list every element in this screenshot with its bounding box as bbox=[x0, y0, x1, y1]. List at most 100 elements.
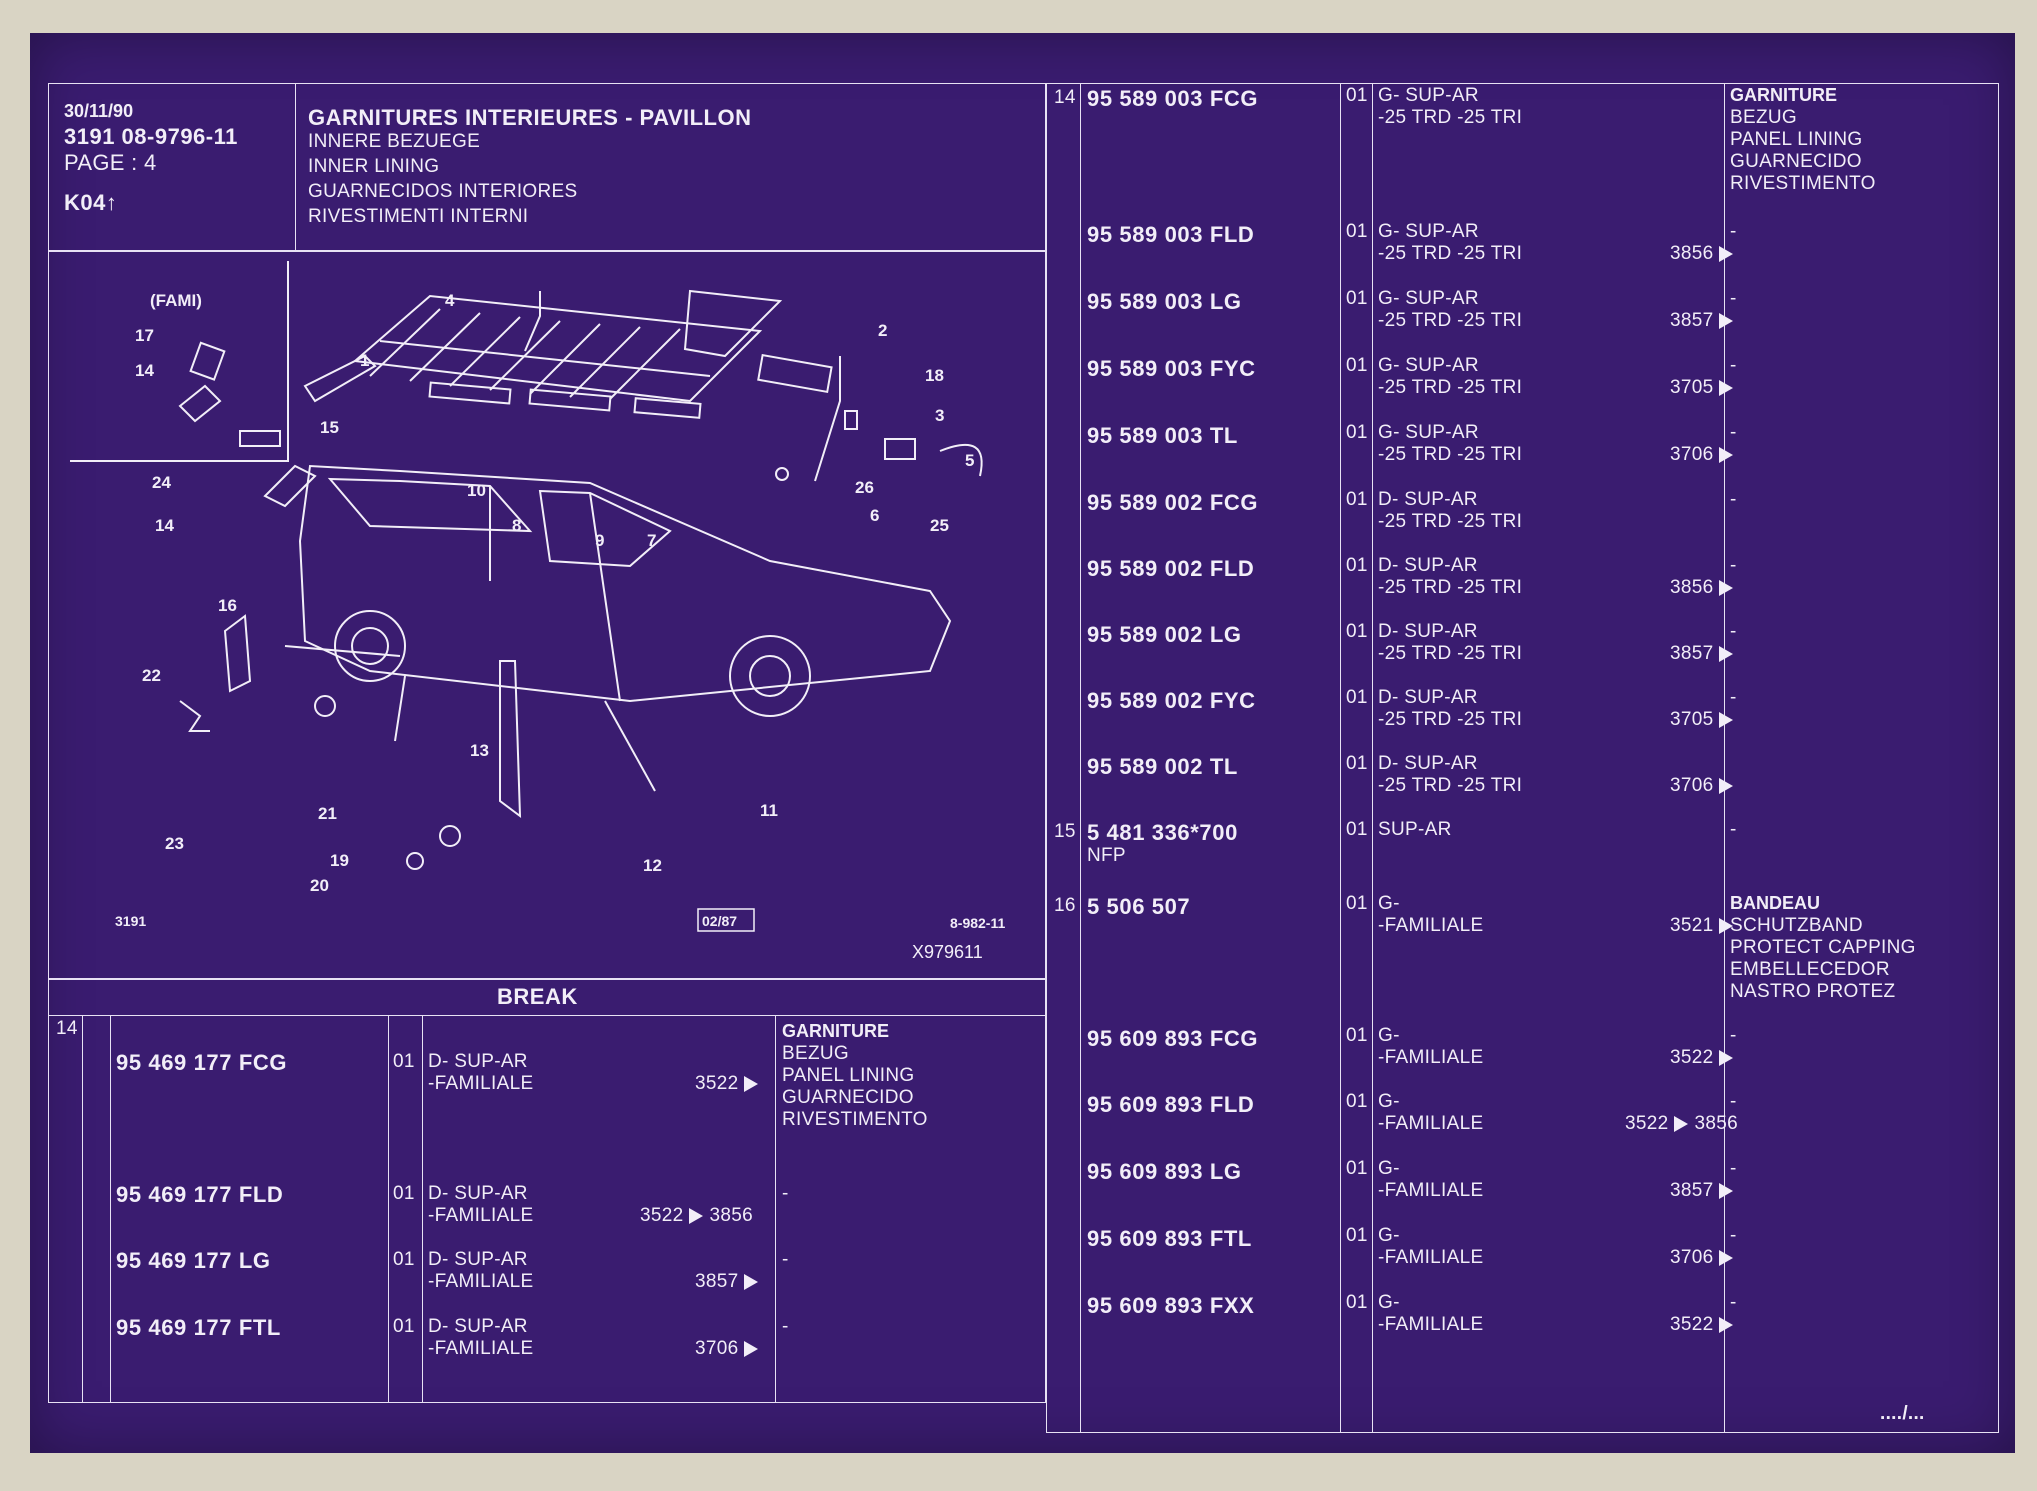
callout-4: 4 bbox=[445, 291, 455, 310]
arrow-right-icon bbox=[1719, 917, 1734, 934]
arrow-right-icon bbox=[1674, 1115, 1689, 1132]
right-part-number: 95 589 003 FCG bbox=[1087, 86, 1259, 111]
right-line-1: G- bbox=[1378, 1225, 1400, 1246]
arrow-right-icon bbox=[744, 1273, 759, 1290]
callout-20: 20 bbox=[310, 876, 329, 895]
right-line-2: -25 TRD -25 TRI bbox=[1378, 709, 1523, 730]
right-part-number: 95 609 893 LG bbox=[1087, 1159, 1242, 1184]
right-ref: 3705 bbox=[1670, 709, 1739, 730]
right-ref: 3705 bbox=[1670, 377, 1739, 398]
right-line-1: G- SUP-AR bbox=[1378, 85, 1479, 106]
right-line-2: -FAMILIALE bbox=[1378, 1047, 1484, 1068]
right-desc: - bbox=[1730, 1292, 1737, 1313]
callout-12: 12 bbox=[643, 856, 662, 875]
break-item-no: 14 bbox=[56, 1018, 78, 1039]
break-desc-3: GUARNECIDO bbox=[782, 1087, 914, 1108]
break-line-2: -FAMILIALE bbox=[428, 1205, 534, 1226]
right-line-2: -25 TRD -25 TRI bbox=[1378, 310, 1523, 331]
break-desc-dash: - bbox=[782, 1183, 789, 1204]
callout-21: 21 bbox=[318, 804, 337, 823]
break-box bbox=[48, 979, 1046, 1403]
callout-11: 11 bbox=[760, 801, 778, 820]
break-qty: 01 bbox=[393, 1249, 415, 1270]
right-ref: 3856 bbox=[1670, 577, 1739, 598]
continued-marker: ..../... bbox=[1880, 1403, 1925, 1424]
break-desc-0: GARNITURE bbox=[782, 1021, 889, 1041]
inset-label: (FAMI) bbox=[150, 291, 202, 310]
callout-3: 3 bbox=[935, 406, 944, 425]
right-qty: 01 bbox=[1346, 1025, 1368, 1046]
right-desc: - bbox=[1730, 489, 1737, 510]
right-part-number: 95 609 893 FLD bbox=[1087, 1092, 1255, 1117]
right-qty: 01 bbox=[1346, 422, 1368, 443]
right-line-2: -25 TRD -25 TRI bbox=[1378, 577, 1523, 598]
right-table-box bbox=[1046, 83, 1999, 1433]
right-ref: 3706 bbox=[1670, 775, 1739, 796]
right-ref: 3522 bbox=[1670, 1047, 1739, 1068]
right-desc: RIVESTIMENTO bbox=[1730, 173, 1876, 194]
callout-10: 10 bbox=[467, 481, 486, 500]
right-line-2: -25 TRD -25 TRI bbox=[1378, 243, 1523, 264]
header-line-2: INNER LINING bbox=[308, 156, 440, 177]
right-desc: - bbox=[1730, 1025, 1737, 1046]
right-part-note: NFP bbox=[1087, 845, 1126, 866]
callout-9: 9 bbox=[595, 531, 604, 550]
right-part-number: 95 589 002 FYC bbox=[1087, 688, 1256, 713]
break-line-2: -FAMILIALE bbox=[428, 1271, 534, 1292]
right-line-2: -FAMILIALE bbox=[1378, 1314, 1484, 1335]
break-line-1: D- SUP-AR bbox=[428, 1183, 528, 1204]
header-ref: 3191 08-9796-11 bbox=[64, 124, 238, 149]
break-desc-4: RIVESTIMENTO bbox=[782, 1109, 928, 1130]
right-desc: PANEL LINING bbox=[1730, 129, 1863, 150]
callout-18: 18 bbox=[925, 366, 944, 385]
right-part-number: 95 589 002 LG bbox=[1087, 622, 1242, 647]
break-line-2: -FAMILIALE bbox=[428, 1073, 534, 1094]
callout-17: 17 bbox=[135, 326, 154, 345]
break-part-number: 95 469 177 LG bbox=[116, 1248, 271, 1273]
right-line-2: -FAMILIALE bbox=[1378, 1180, 1484, 1201]
callout-19: 19 bbox=[330, 851, 349, 870]
header-line-1: INNERE BEZUEGE bbox=[308, 131, 481, 152]
right-line-2: -25 TRD -25 TRI bbox=[1378, 107, 1523, 128]
right-item-no: 14 bbox=[1054, 87, 1076, 108]
right-line-2: -FAMILIALE bbox=[1378, 1247, 1484, 1268]
arrow-right-icon bbox=[1719, 1049, 1734, 1066]
break-line-1: D- SUP-AR bbox=[428, 1316, 528, 1337]
callout-14b: 14 bbox=[155, 516, 174, 535]
callout-14a: 14 bbox=[135, 361, 154, 380]
callout-25: 25 bbox=[930, 516, 949, 535]
right-qty: 01 bbox=[1346, 1225, 1368, 1246]
right-desc: EMBELLECEDOR bbox=[1730, 959, 1890, 980]
right-qty: 01 bbox=[1346, 687, 1368, 708]
callout-16: 16 bbox=[218, 596, 237, 615]
arrow-right-icon bbox=[689, 1207, 704, 1224]
right-desc: BEZUG bbox=[1730, 107, 1797, 128]
right-part-number: 95 589 002 TL bbox=[1087, 754, 1238, 779]
header-line-3: GUARNECIDOS INTERIORES bbox=[308, 181, 578, 202]
right-desc: NASTRO PROTEZ bbox=[1730, 981, 1896, 1002]
diagram-ref-code: X979611 bbox=[912, 942, 983, 961]
right-part-number: 5 506 507 bbox=[1087, 894, 1191, 919]
right-qty: 01 bbox=[1346, 288, 1368, 309]
right-desc: - bbox=[1730, 1158, 1737, 1179]
header-box bbox=[48, 83, 1046, 251]
right-desc: GUARNECIDO bbox=[1730, 151, 1862, 172]
right-line-1: G- SUP-AR bbox=[1378, 355, 1479, 376]
break-part-number: 95 469 177 FTL bbox=[116, 1315, 281, 1340]
right-line-2: -25 TRD -25 TRI bbox=[1378, 775, 1523, 796]
right-line-1: G- bbox=[1378, 1025, 1400, 1046]
callout-22: 22 bbox=[142, 666, 161, 685]
break-desc-dash: - bbox=[782, 1249, 789, 1270]
right-line-2: -FAMILIALE bbox=[1378, 1113, 1484, 1134]
right-part-number: 5 481 336*700 bbox=[1087, 820, 1238, 845]
right-desc: - bbox=[1730, 555, 1737, 576]
right-desc: - bbox=[1730, 422, 1737, 443]
right-line-1: SUP-AR bbox=[1378, 819, 1452, 840]
break-qty: 01 bbox=[393, 1316, 415, 1337]
right-desc: SCHUTZBAND bbox=[1730, 915, 1863, 936]
callout-13: 13 bbox=[470, 741, 489, 760]
callout-15: 15 bbox=[320, 418, 339, 437]
right-qty: 01 bbox=[1346, 355, 1368, 376]
diagram-code-right: 8-982-11 bbox=[950, 915, 1005, 931]
